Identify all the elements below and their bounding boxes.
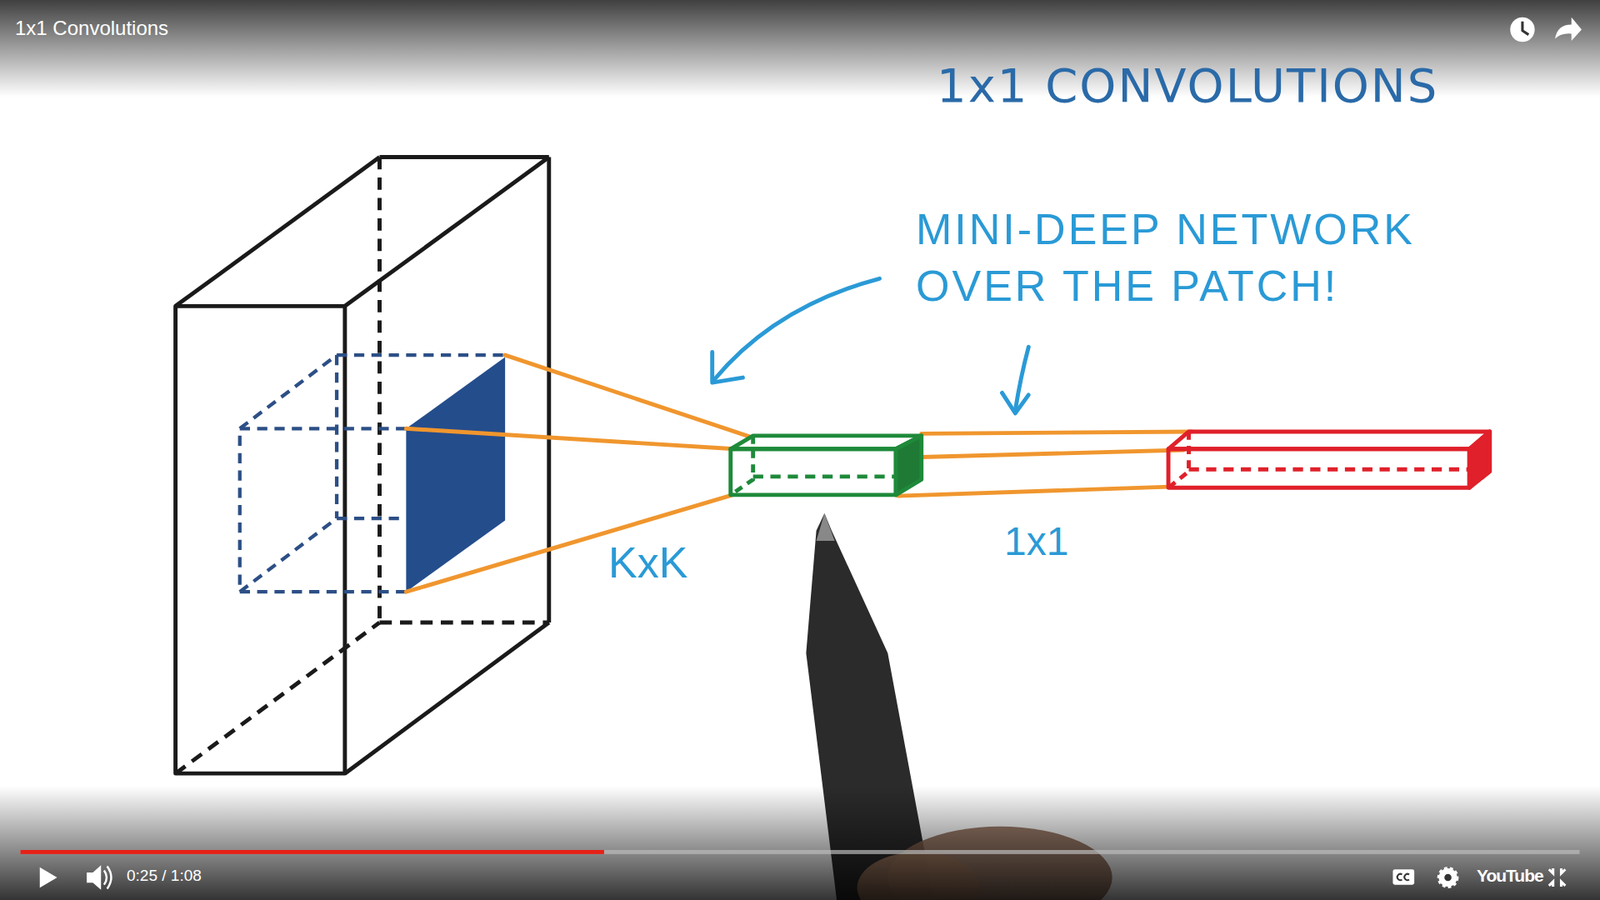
dimension-label: KxK <box>608 537 688 588</box>
callout-note: MINI-DEEP NETWORK OVER THE PATCH! <box>915 201 1500 315</box>
video-title: 1x1 Convolutions <box>15 16 169 40</box>
play-icon <box>40 867 58 888</box>
time-display: 0:25 / 1:08 <box>126 866 202 885</box>
dimension-label: 1x1 <box>1004 518 1069 565</box>
fullscreen-icon <box>1549 868 1566 887</box>
settings-icon <box>1439 868 1458 887</box>
share-icon <box>1555 17 1582 41</box>
volume-icon <box>86 865 111 890</box>
input-volume <box>175 157 550 775</box>
patch <box>240 355 505 592</box>
youtube-logo: YouTube <box>1476 865 1544 886</box>
progress-bar <box>20 850 604 855</box>
diagram-title: 1x1 CONVOLUTIONS <box>936 58 1439 113</box>
progress-track <box>20 850 1580 855</box>
projection-lines <box>405 355 1192 592</box>
kxk-output <box>730 435 922 495</box>
cc-icon <box>1392 869 1415 885</box>
1x1-output <box>1168 431 1490 488</box>
clock-icon <box>1510 17 1535 42</box>
bottom-bar <box>0 785 1600 900</box>
